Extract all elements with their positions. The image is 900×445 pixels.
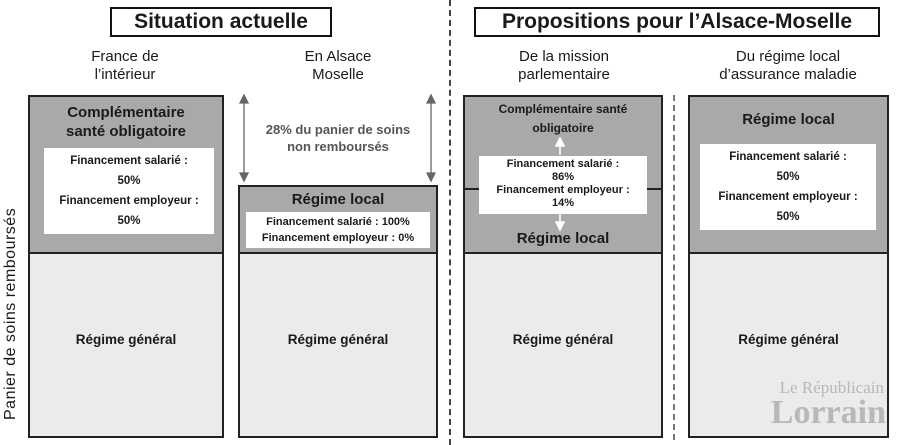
col2-title-line1: En Alsace (304, 48, 372, 65)
col4-fin-emp-value: 50% (776, 211, 800, 223)
col1-financement-box: Financement salarié : 50% Financement em… (44, 148, 214, 234)
col1-complementaire-title: Complémentaire santé obligatoire (30, 103, 222, 141)
col3-top-area: Complémentaire santé obligatoire Finance… (465, 97, 661, 254)
col4-regime-general: Régime général (738, 332, 839, 347)
col1-regime-general: Régime général (75, 332, 177, 347)
col4-fin-emp-label: Financement employeur : (718, 191, 858, 203)
col4-fin-sal-value: 50% (776, 171, 800, 183)
col4-box: Régime local Financement salarié : 50% F… (688, 95, 889, 438)
col2-note-line1: 28% du panier de soins (265, 122, 411, 137)
col4-title: Du régime local d’assurance maladie (688, 48, 888, 84)
col2-fin-sal: Financement salarié : 100% (266, 216, 410, 228)
col2-regime-general: Régime général (287, 332, 389, 347)
header-propositions: Propositions pour l’Alsace-Moselle (474, 7, 880, 37)
col4-title-line2: d’assurance maladie (719, 66, 857, 83)
header-situation-actuelle: Situation actuelle (110, 7, 332, 37)
col2-box: Régime local Financement salarié : 100% … (238, 185, 438, 438)
col1-fin-emp-value: 50% (117, 215, 141, 227)
separator-dashed-2 (673, 95, 675, 440)
col3-top-line1: Complémentaire santé (498, 102, 628, 116)
col1-fin-sal-label: Financement salarié : (70, 155, 188, 167)
col2-note: 28% du panier de soins non remboursés (252, 121, 424, 155)
col3-title: De la mission parlementaire (464, 48, 664, 84)
col1-fin-emp-label: Financement employeur : (59, 195, 199, 207)
col2-arrow-left (238, 93, 250, 183)
col1-title-line1: France de (91, 48, 159, 65)
col1-box: Complémentaire santé obligatoire Finance… (28, 95, 224, 438)
col4-financement-box: Financement salarié : 50% Financement em… (700, 144, 876, 230)
col3-regime-general: Régime général (512, 332, 614, 347)
col3-title-line1: De la mission (518, 48, 610, 65)
col3-fin-sal-label: Financement salarié : (506, 158, 620, 170)
watermark-line1: Le Républicain (779, 378, 884, 397)
col1-complementaire-area: Complémentaire santé obligatoire Finance… (30, 97, 222, 254)
col2-regime-local-title: Régime local (291, 191, 385, 208)
y-axis-label: Panier de soins remboursés (2, 207, 19, 420)
col4-title-line1: Du régime local (735, 48, 841, 65)
col2-note-line2: non remboursés (287, 139, 389, 154)
col3-fin-sal-value: 86% (551, 171, 575, 183)
col2-fin-emp: Financement employeur : 0% (261, 232, 415, 244)
col2-title-line2: Moselle (312, 66, 364, 83)
col1-top-line1: Complémentaire (67, 104, 185, 121)
col4-fin-sal-label: Financement salarié : (729, 151, 847, 163)
col2-financement-box: Financement salarié : 100% Financement e… (246, 212, 430, 248)
col1-title-line2: l’intérieur (94, 66, 156, 83)
col3-arrows (554, 137, 566, 232)
col3-complementaire-title: Complémentaire santé obligatoire (465, 100, 661, 138)
col1-top-line2: santé obligatoire (65, 123, 187, 140)
col3-fin-emp-value: 14% (551, 197, 575, 209)
col2-title: En Alsace Moselle (240, 48, 436, 84)
col3-financement-box: Financement salarié : 86% Financement em… (479, 156, 647, 214)
col2-arrow-right (425, 93, 437, 183)
col4-regime-local-area: Régime local Financement salarié : 50% F… (690, 97, 887, 254)
col1-title: France de l’intérieur (30, 48, 220, 84)
col1-fin-sal-value: 50% (117, 175, 141, 187)
separator-dashed (449, 0, 451, 445)
col3-top-line2: obligatoire (532, 121, 594, 135)
watermark-line2: Lorrain (770, 394, 886, 431)
col3-title-line2: parlementaire (518, 66, 610, 83)
col2-regime-local-area: Régime local Financement salarié : 100% … (240, 187, 436, 254)
col3-fin-emp-label: Financement employeur : (496, 184, 630, 196)
col3-box: Complémentaire santé obligatoire Finance… (463, 95, 663, 438)
col4-regime-local-title: Régime local (742, 111, 835, 128)
col2-arrows (238, 93, 437, 183)
col3-regime-local: Régime local (516, 230, 610, 247)
